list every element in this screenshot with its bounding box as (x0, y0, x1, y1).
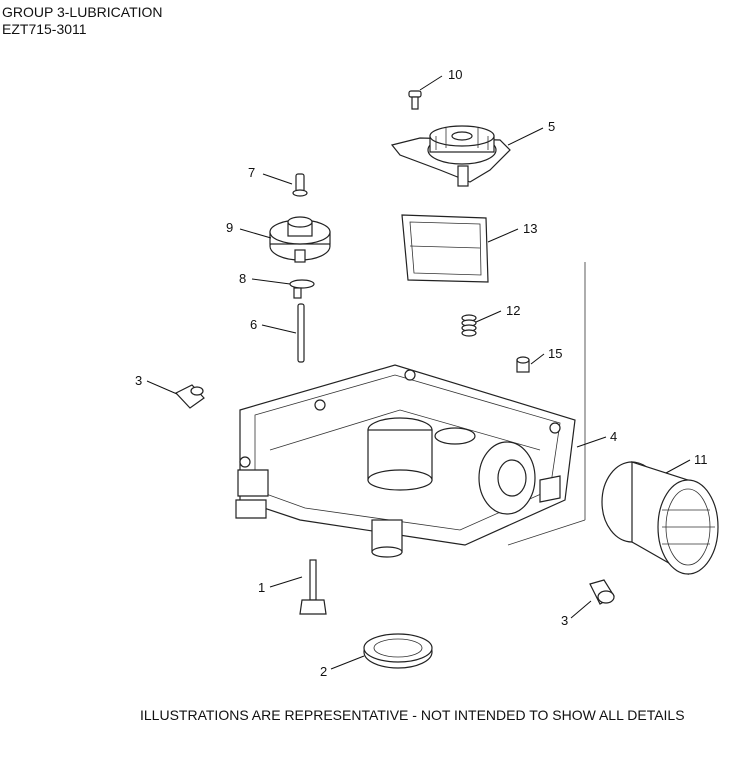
callout-3-upper: 3 (135, 373, 142, 388)
leader-6 (261, 324, 297, 334)
callout-9: 9 (226, 220, 233, 235)
callout-13: 13 (523, 221, 537, 236)
part-4-oil-pan (235, 262, 586, 558)
part-9-gear (269, 216, 331, 263)
part-5-gear-plate (390, 125, 511, 187)
part-7-pin (292, 173, 308, 197)
leader-1 (269, 576, 303, 588)
leader-12 (475, 310, 502, 323)
part-13-screen (401, 214, 489, 283)
leader-15 (530, 353, 545, 365)
callout-7: 7 (248, 165, 255, 180)
leader-13 (487, 228, 519, 243)
disclaimer-footer: ILLUSTRATIONS ARE REPRESENTATIVE - NOT I… (140, 707, 685, 723)
leader-2 (330, 655, 365, 670)
callout-1: 1 (258, 580, 265, 595)
callout-3-lower: 3 (561, 613, 568, 628)
part-8-washer (289, 279, 315, 299)
callout-10: 10 (448, 67, 462, 82)
callout-15: 15 (548, 346, 562, 361)
model-code: EZT715-3011 (2, 21, 87, 37)
leader-5 (507, 127, 544, 146)
leader-10 (419, 75, 443, 91)
leader-3-upper (146, 380, 178, 395)
callout-6: 6 (250, 317, 257, 332)
part-2-oil-seal (363, 633, 433, 669)
part-12-spring (461, 314, 477, 337)
leader-11 (665, 459, 691, 474)
group-title: GROUP 3-LUBRICATION (2, 4, 163, 20)
callout-12: 12 (506, 303, 520, 318)
callout-5: 5 (548, 119, 555, 134)
part-10-screw (408, 90, 422, 110)
callout-2: 2 (320, 664, 327, 679)
part-3-plug-lower (589, 579, 615, 605)
leader-3-lower (570, 600, 592, 619)
leader-7 (262, 173, 293, 185)
callout-11: 11 (694, 452, 708, 467)
leader-9 (239, 228, 272, 239)
part-3-plug-upper (175, 384, 205, 409)
part-6-shaft (297, 303, 305, 363)
part-1-bolt (299, 559, 327, 615)
leader-4 (576, 436, 607, 448)
part-15-bushing (516, 356, 530, 373)
callout-8: 8 (239, 271, 246, 286)
callout-4: 4 (610, 429, 617, 444)
leader-8 (251, 278, 291, 285)
part-11-oil-filter (601, 461, 719, 576)
